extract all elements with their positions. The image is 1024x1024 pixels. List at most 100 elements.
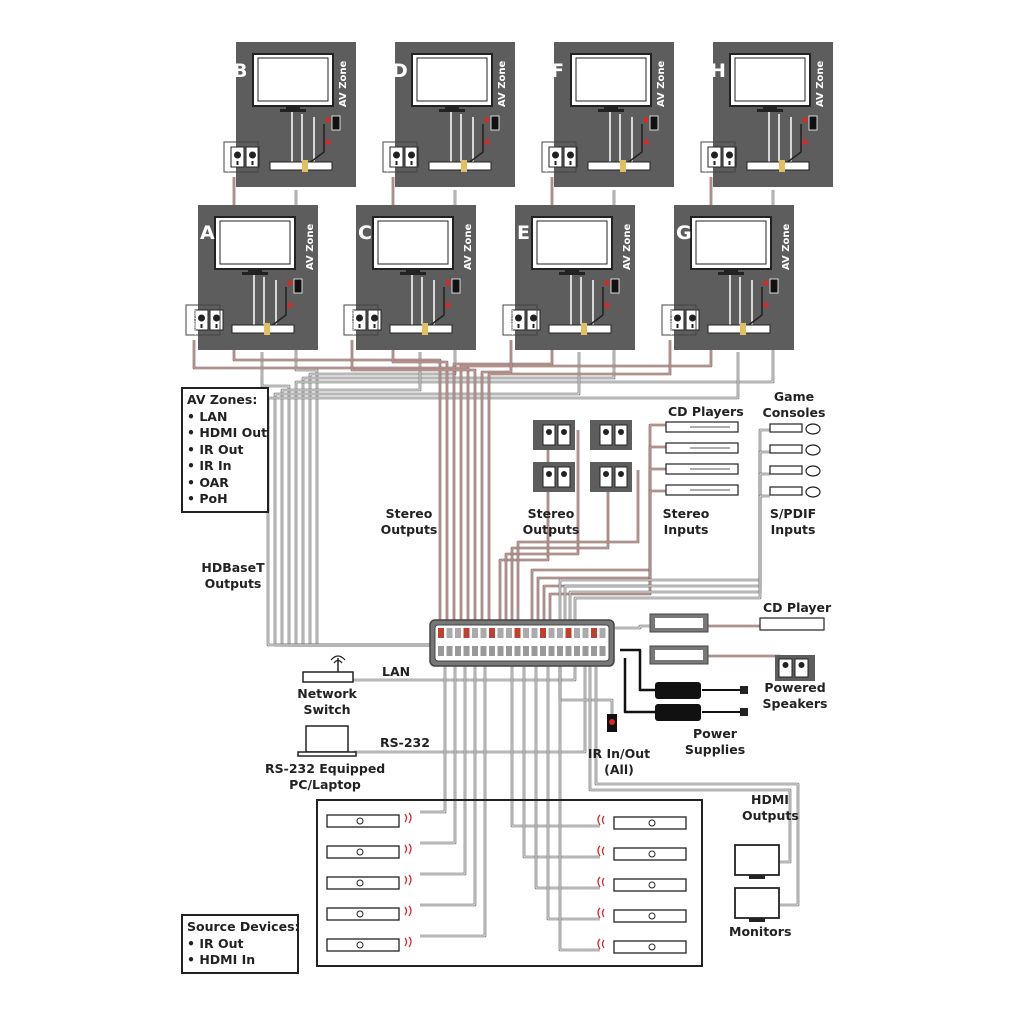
ir-emitter-icon [484,139,490,145]
audio-zone-label-b: Audio Zone [225,143,231,172]
monitors-label: Monitors [729,924,792,939]
hdmi-outputs-line: Outputs [742,808,799,823]
speaker-cone [408,151,415,159]
tv-base [400,272,426,275]
speaker-tweeter [532,324,535,328]
tv-stand [565,269,579,273]
plug-icon [740,708,748,716]
zone-cable [466,124,484,165]
stereo-outputs-line: Outputs [522,522,580,537]
source-knob [648,912,656,920]
zone-label-c: AV Zone [463,223,474,270]
ir-emitter-icon [802,117,808,123]
matrix-port [591,646,597,656]
cable-core [420,662,446,813]
av-zones-legend: AV Zones: • LAN • HDMI Out • IR Out • IR… [181,387,269,513]
ir-emitter-icon [597,907,605,919]
speaker-cone [689,314,696,322]
source-knob [356,848,364,856]
tv-screen [377,220,449,265]
matrix-port [582,628,589,638]
audio-zone-label-h: Audio Zone [702,143,708,172]
tv-screen [695,220,767,265]
matrix-port [540,628,546,638]
speaker-cone [234,151,241,159]
spdif-inputs-line: Inputs [770,522,816,537]
tv-stand [406,269,420,273]
monitor-icon [734,887,780,919]
speaker-cone [249,151,256,159]
cable-core [420,662,466,875]
speaker-cone [561,429,567,435]
rs232-pc-label: RS-232 Equipped PC/Laptop [265,761,385,793]
ir-receiver-icon [769,278,779,294]
cable-core [511,662,600,827]
powered-speakers-label: Powered Speakers [762,680,828,712]
speaker-tweeter [236,161,239,165]
laptop-base [297,751,357,757]
power-supply-icon [655,704,701,721]
speaker-cone [618,429,624,435]
audio-zone-label-a: Audio Zone [192,306,198,335]
hdbaset-outputs-line: HDBaseT [201,560,265,575]
zone-letter-e: E [517,222,530,244]
zone-label-g: AV Zone [781,223,792,270]
power-supplies-label: Power Supplies [680,726,750,758]
hdbaset-receiver [231,324,295,334]
stereo-inputs-line: Stereo [662,506,710,521]
stereo-outputs-line: Stereo [527,506,575,521]
ir-emitter-icon [802,139,808,145]
speaker-cone [371,314,378,322]
av-zones-item: • IR In [187,458,232,473]
zone-label-f: AV Zone [656,60,667,107]
zone-letter-b: B [233,60,248,82]
speaker-cone [198,314,205,322]
network-switch-line: Switch [303,702,351,717]
cable-core [351,340,476,630]
matrix-port [574,646,580,656]
ir-emitter-icon [597,876,605,888]
speaker-cone [561,471,567,477]
speaker-cone [356,314,363,322]
hdbaset-receiver [746,161,810,171]
cable-core [549,490,666,630]
receiver-port [620,160,626,172]
source-knob [648,819,656,827]
tv-screen [257,57,329,102]
matrix-port [506,646,512,656]
cable-core [511,470,609,630]
game-console-icon [769,423,803,433]
ir-in-out-line: IR In/Out [587,746,651,761]
monitor-stand [749,875,765,879]
matrix-port [480,628,487,638]
source-devices-item: • HDMI In [187,952,256,967]
ir-emitter-icon [597,938,605,950]
zone-cable [745,287,763,328]
stereo-inputs-label: Stereo Inputs [658,506,714,538]
ir-receiver-icon [649,115,659,131]
cable-core [535,662,600,889]
audio-zone-label-f: Audio Zone [543,143,549,172]
hdbaset-receiver [548,324,612,334]
matrix-port [599,628,606,638]
zone-label-a: AV Zone [305,223,316,270]
matrix-port [565,628,572,638]
cable-core [420,662,456,844]
powered-speakers-line: Speakers [762,696,828,711]
audio-extractor-face [655,618,703,628]
game-consoles-label: Game Consoles [762,389,826,421]
cd-player-label: CD Player [763,600,832,615]
av-zones-item: • OAR [187,474,229,490]
tv-base [439,109,465,112]
game-consoles-line: Game [773,389,815,404]
matrix-port [446,646,453,656]
speaker-tweeter [554,161,557,165]
source-knob [356,941,364,949]
gamepad-icon [805,486,821,498]
av-zones-title: AV Zones: [187,392,258,407]
laptop-icon [305,725,349,753]
tv-base [280,109,306,112]
network-switch-label: Network Switch [295,686,359,718]
source-devices-area [316,799,703,967]
